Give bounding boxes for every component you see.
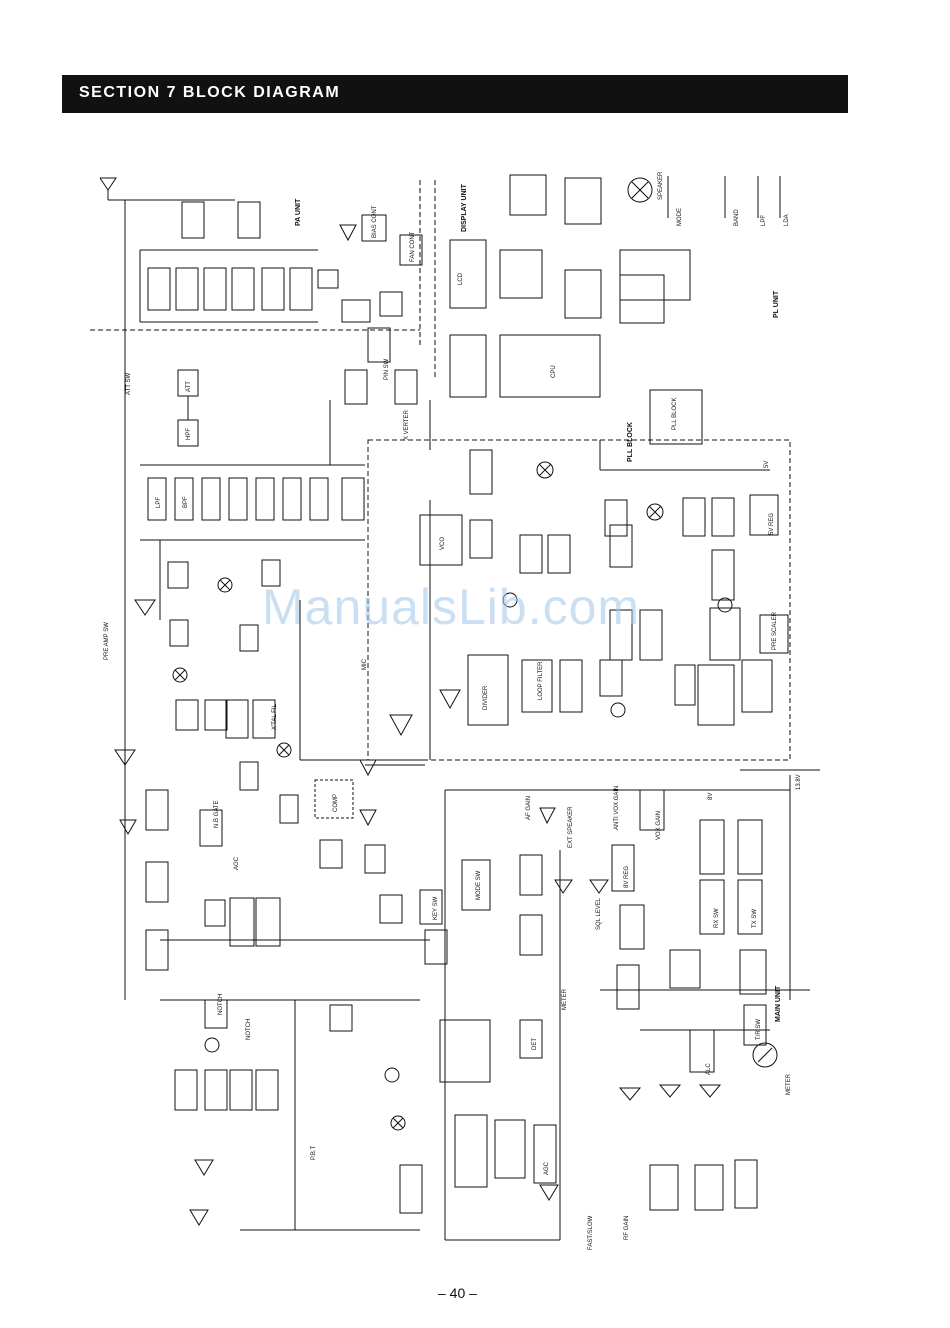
watermark: ManualsLib.com <box>262 579 641 635</box>
pin-sw-label: PIN SW <box>384 358 390 380</box>
det-block-label: DET <box>532 1038 538 1050</box>
lda-output-label: LDA <box>784 214 790 226</box>
af-gain-label: AF GAIN <box>526 796 532 820</box>
vox-gain-label: VOX GAIN <box>656 811 662 840</box>
nb-gate-label: N.B GATE <box>214 800 220 828</box>
meter-label: METER <box>562 988 568 1010</box>
mode-sw-label: MODE SW <box>476 870 482 900</box>
bpf-block-label: BPF <box>183 496 189 508</box>
agc-label: AGC <box>234 856 240 870</box>
display-unit-label: DISPLAY UNIT <box>461 183 468 232</box>
rf-gain-label: RF GAIN <box>624 1216 630 1240</box>
lpf-output-label: LPF <box>761 215 767 226</box>
ext-speaker-label: EXT SPEAKER <box>568 806 574 848</box>
antenna-icon <box>99 177 117 191</box>
hpf-block-label: HPF <box>186 428 192 440</box>
v138-label: 13.8V <box>796 774 802 790</box>
mode-output-label: MODE <box>677 208 683 226</box>
section-title: SECTION 7 BLOCK DIAGRAM <box>79 84 341 101</box>
att-block-label: ATT <box>186 381 192 392</box>
lpf-block-label: LPF <box>156 497 162 508</box>
divider-block-label: DIVIDER <box>483 685 489 710</box>
pll-block-label: PLL BLOCK <box>627 422 634 462</box>
pa-unit-label: PA UNIT <box>295 198 302 226</box>
key-sw-label: KEY SW <box>433 896 439 920</box>
cpu-block-label: CPU <box>551 365 557 378</box>
alc-label: ALC <box>706 1063 712 1075</box>
fast-slow-label: FAST/SLOW <box>588 1215 594 1250</box>
mic-label: MIC <box>362 658 368 670</box>
pl-unit-label: PL UNIT <box>773 290 780 318</box>
pbt-label: P.B.T <box>311 1145 317 1160</box>
v8-label: 8V <box>708 793 714 800</box>
page-number: – 40 – <box>438 1285 477 1301</box>
fan-cont-label: FAN CONT <box>410 231 416 262</box>
pre-amp-sw-label: PRE AMP SW <box>104 622 110 660</box>
band-output-label: BAND <box>734 209 740 226</box>
att-sw-label: ATT SW <box>126 373 132 395</box>
xtal-fil-label: X'TAL FIL <box>272 704 278 730</box>
sql-level-label: SQL LEVEL <box>596 897 602 930</box>
vco-block-label: VCO <box>440 537 446 550</box>
pa-lpf-bank <box>147 201 313 311</box>
pll-ic-label: PLL BLOCK <box>672 398 678 430</box>
v5-label: 5V <box>764 461 770 468</box>
pre-scaler-label: PRE SCALER <box>772 611 778 650</box>
lcd-block-label: LCD <box>458 272 464 285</box>
x-verter-label: X VERTER <box>404 409 410 440</box>
anti-vox-gain-label: ANTI VOX GAIN <box>614 786 620 830</box>
reg-8v-label: 8V REG <box>624 866 630 888</box>
reg-5v-label: 5V REG <box>769 513 775 535</box>
tx-sw-label: TX SW <box>752 909 758 928</box>
agc-block-label: AGC <box>544 1161 550 1175</box>
rx-sw-label: RX SW <box>714 908 720 928</box>
loop-filter-label: LOOP FILTER <box>538 661 544 700</box>
speaker-label: SPEAKER <box>658 171 664 200</box>
notch-block-label: NOTCH <box>218 994 224 1015</box>
tr-sw-label: T/R SW <box>756 1019 762 1040</box>
section-header: SECTION 7 BLOCK DIAGRAM <box>62 75 848 113</box>
notch-control-label: NOTCH <box>246 1019 252 1040</box>
bias-cont-label: BIAS CONT <box>372 205 378 238</box>
comp-block-label: COMP <box>333 794 339 812</box>
meter-out-label: METER <box>786 1073 792 1095</box>
main-unit-label: MAIN UNIT <box>775 985 782 1022</box>
rx-bpf-bank <box>147 477 365 521</box>
